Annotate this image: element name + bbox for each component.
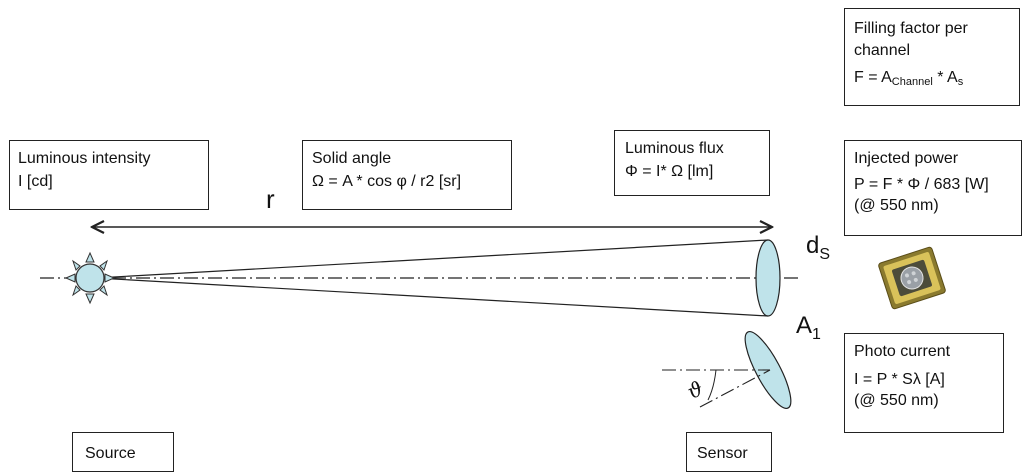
a1-label: A1 [796,312,821,343]
sensor-normal [699,369,771,408]
solid-angle-box: Solid angle Ω = A * cos φ / r2 [sr] [302,140,512,210]
sensor-chip-icon [878,246,946,310]
injected-power-title: Injected power [854,150,959,167]
luminous-intensity-formula: I [cd] [18,173,53,191]
injected-power-note: (@ 550 nm) [854,197,939,215]
filling-factor-title-2: channel [854,42,911,60]
photo-current-title: Photo current [854,343,951,360]
filling-factor-title-1: Filling factor per [854,20,968,37]
injected-power-box: Injected power P = F * Φ / 683 [W] (@ 55… [844,140,1022,236]
area-ds-ellipse [755,239,781,317]
distance-r-label: r [266,184,275,214]
sensor-label-box: Sensor [686,432,772,472]
light-source-icon [64,251,116,305]
angle-arc [707,369,717,401]
solid-angle-formula: Ω = A * cos φ / r2 [sr] [312,173,462,191]
photo-current-box: Photo current I = P * Sλ [A] (@ 550 nm) [844,333,1004,433]
luminous-flux-formula: Φ = I* Ω [lm] [625,163,714,181]
luminous-flux-box: Luminous flux Φ = I* Ω [lm] [614,130,770,196]
photo-current-formula: I = P * Sλ [A] [854,370,945,388]
filling-factor-box: Filling factor per channel F = AChannel … [844,8,1020,106]
source-label-box: Source [72,432,174,472]
solid-angle-title: Solid angle [312,150,392,167]
filling-factor-formula: F = AChannel * As [854,68,964,88]
photo-current-note: (@ 550 nm) [854,392,939,410]
cone-upper-edge [95,239,769,279]
sensor-label: Sensor [697,445,748,462]
luminous-intensity-title: Luminous intensity [18,150,151,167]
ds-label: dS [806,232,831,263]
injected-power-formula: P = F * Φ / 683 [W] [854,175,989,193]
luminous-intensity-box: Luminous intensity I [cd] [9,140,209,210]
cone-lower-edge [95,277,769,317]
luminous-flux-title: Luminous flux [625,140,724,157]
source-label: Source [85,445,136,462]
